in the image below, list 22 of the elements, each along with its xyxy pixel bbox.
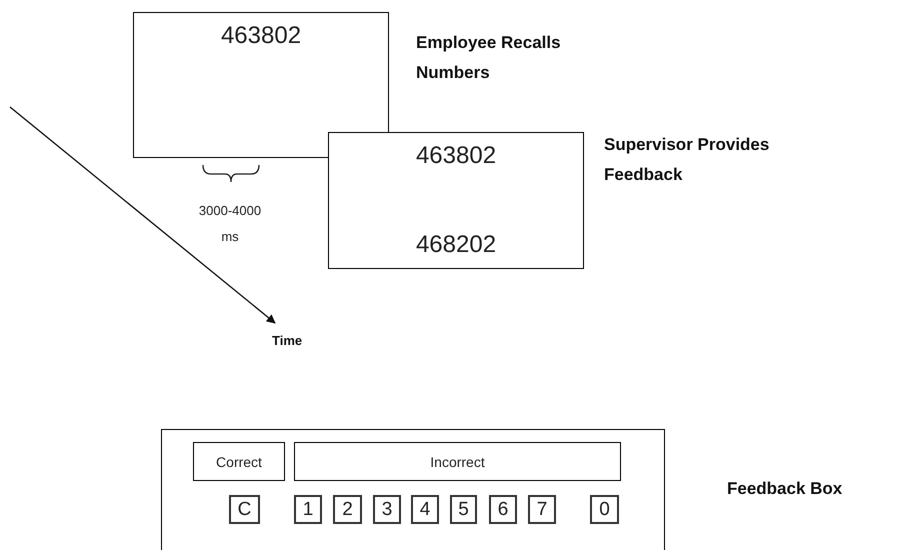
key-button: 5 bbox=[450, 495, 477, 524]
response-button: Correct bbox=[193, 442, 285, 481]
key-button: 0 bbox=[590, 495, 619, 524]
duration-label: 3000-4000 ms bbox=[198, 202, 262, 246]
key-button: 1 bbox=[294, 495, 322, 524]
screen-box bbox=[328, 132, 584, 269]
axis-label: Time bbox=[272, 332, 302, 350]
number-text: 463802 bbox=[416, 141, 496, 171]
key-button: 4 bbox=[411, 495, 439, 524]
caption-text: Supervisor Provides Feedback bbox=[604, 134, 770, 186]
caption-text: Employee Recalls Numbers bbox=[416, 32, 562, 84]
feedback-panel bbox=[161, 429, 665, 550]
key-button: 7 bbox=[528, 495, 556, 524]
number-text: 468202 bbox=[416, 230, 496, 260]
key-button: 3 bbox=[373, 495, 401, 524]
screen-box bbox=[133, 12, 389, 158]
response-button: Incorrect bbox=[294, 442, 621, 481]
number-text: 463802 bbox=[220, 21, 302, 51]
key-button: 6 bbox=[489, 495, 517, 524]
key-button: C bbox=[229, 495, 260, 524]
caption-text: Feedback Box bbox=[727, 478, 844, 500]
key-button: 2 bbox=[333, 495, 362, 524]
